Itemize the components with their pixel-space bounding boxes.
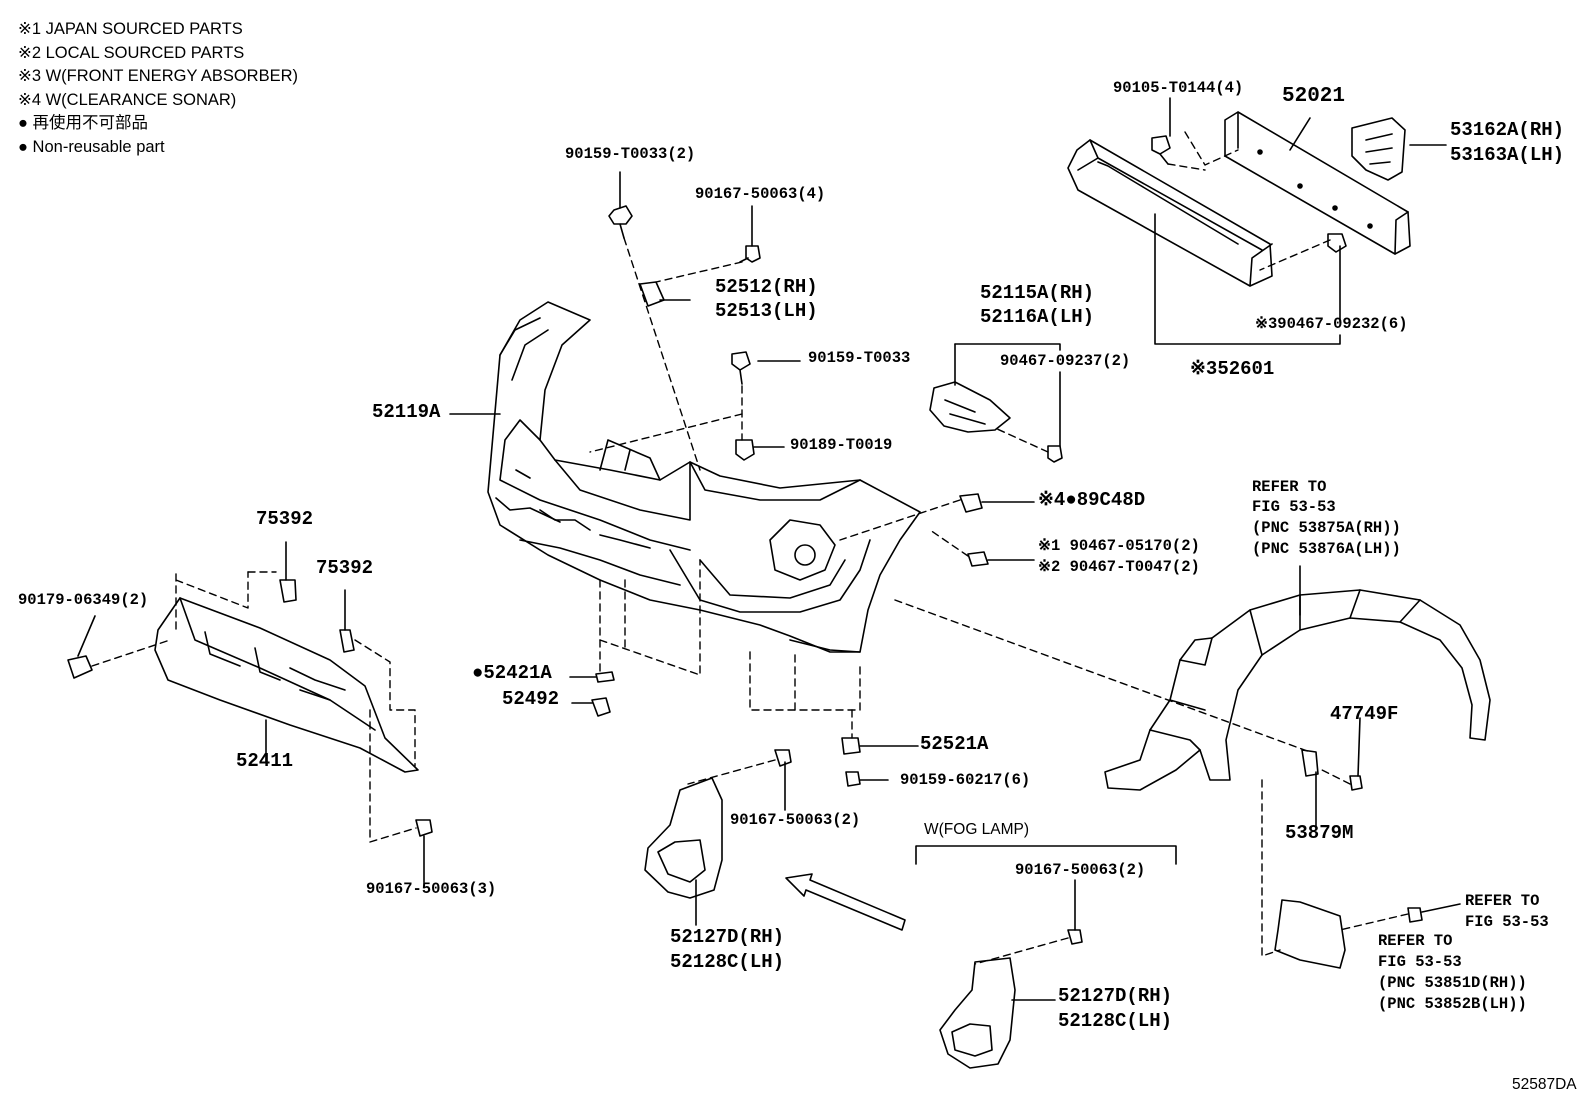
note-3: ※3 W(FRONT ENERGY ABSORBER) [18, 67, 299, 85]
label-90467-09237: 90467-09237(2) [1000, 352, 1131, 370]
label-pnc-53851d: (PNC 53851D(RH)) [1378, 974, 1527, 992]
label-52411: 52411 [236, 750, 294, 772]
label-refer-to-fender: REFER TO [1252, 478, 1327, 496]
label-52116a: 52116A(LH) [980, 306, 1095, 328]
note-5: ● 再使用不可部品 [18, 114, 149, 132]
lower-grille-drawing [154, 597, 419, 773]
fasteners-drawing [67, 135, 1423, 945]
label-90105-t0144: 90105-T0144(4) [1113, 79, 1244, 97]
fender-liner-drawing [1104, 589, 1491, 791]
label-52127d-b: 52127D(RH) [1058, 985, 1173, 1007]
label-53879m: 53879M [1285, 822, 1354, 844]
label-52115a: 52115A(RH) [980, 282, 1095, 304]
label-52421a: ●52421A [472, 662, 552, 684]
label-90167-50063-2a: 90167-50063(2) [730, 811, 861, 829]
label-90467-t0047: ※2 90467-T0047(2) [1038, 558, 1200, 576]
label-90159-60217: 90159-60217(6) [900, 771, 1031, 789]
label-47749f: 47749F [1330, 703, 1399, 725]
label-90159-t0033-2: 90159-T0033(2) [565, 145, 696, 163]
notes-legend: ※1 JAPAN SOURCED PARTS ※2 LOCAL SOURCED … [18, 18, 298, 159]
leader-lines [77, 97, 1461, 1001]
mudguard-52127d-a-drawing [644, 777, 723, 899]
label-refer-to-c: REFER TO [1378, 932, 1453, 950]
note-1: ※1 JAPAN SOURCED PARTS [18, 20, 243, 38]
label-52128c-b: 52128C(LH) [1058, 1010, 1173, 1032]
note-6: ● Non-reusable part [18, 137, 165, 156]
label-75392-a: 75392 [256, 508, 314, 530]
label-52512: 52512(RH) [715, 276, 818, 298]
mudguard-52127d-b-drawing [939, 957, 1016, 1069]
mudguard-rear-drawing [1274, 899, 1346, 969]
label-52021: 52021 [1282, 85, 1346, 108]
note-2: ※2 LOCAL SOURCED PARTS [18, 43, 245, 62]
label-90159-t0033: 90159-T0033 [808, 349, 911, 367]
label-90167-50063-2b: 90167-50063(2) [1015, 861, 1146, 879]
label-52513: 52513(LH) [715, 300, 818, 322]
diagram-code: 52587DA [1512, 1076, 1577, 1093]
label-pnc-53876a: (PNC 53876A(LH)) [1252, 540, 1401, 558]
label-53163a: 53163A(LH) [1450, 144, 1565, 166]
label-52127d-a: 52127D(RH) [670, 926, 785, 948]
label-53162a: 53162A(RH) [1450, 119, 1565, 141]
label-fog-lamp: W(FOG LAMP) [924, 821, 1030, 838]
label-90179-06349: 90179-06349(2) [18, 591, 149, 609]
bracket-53162a-drawing [1351, 117, 1406, 181]
label-52521a: 52521A [920, 733, 989, 755]
label-pnc-53852b: (PNC 53852B(LH)) [1378, 995, 1527, 1013]
bracket-52115a-drawing [929, 381, 1011, 433]
reinforcement-drawing [1067, 111, 1411, 287]
label-90167-50063-3: 90167-50063(3) [366, 880, 497, 898]
direction-arrow [785, 873, 906, 931]
label-pnc-53875a: (PNC 53875A(RH)) [1252, 519, 1401, 537]
label-89c48d: ※4●89C48D [1038, 489, 1146, 511]
label-fig-b: FIG 53-53 [1465, 913, 1549, 931]
label-refer-to-b: REFER TO [1465, 892, 1540, 910]
bumper-cover-drawing [487, 301, 921, 653]
label-fig-c: FIG 53-53 [1378, 953, 1462, 971]
label-90467-09232: ※390467-09232(6) [1255, 315, 1408, 333]
label-90189-t0019: 90189-T0019 [790, 436, 893, 454]
label-90467-05170: ※1 90467-05170(2) [1038, 537, 1200, 555]
label-52601: ※352601 [1190, 358, 1275, 380]
label-fig-fender: FIG 53-53 [1252, 498, 1336, 516]
label-52492: 52492 [502, 688, 560, 710]
note-4: ※4 W(CLEARANCE SONAR) [18, 90, 237, 109]
label-52119a: 52119A [372, 401, 441, 423]
label-52128c-a: 52128C(LH) [670, 951, 785, 973]
label-90167-50063-4: 90167-50063(4) [695, 185, 826, 203]
label-75392-b: 75392 [316, 557, 374, 579]
dashed-lines [91, 131, 1409, 965]
